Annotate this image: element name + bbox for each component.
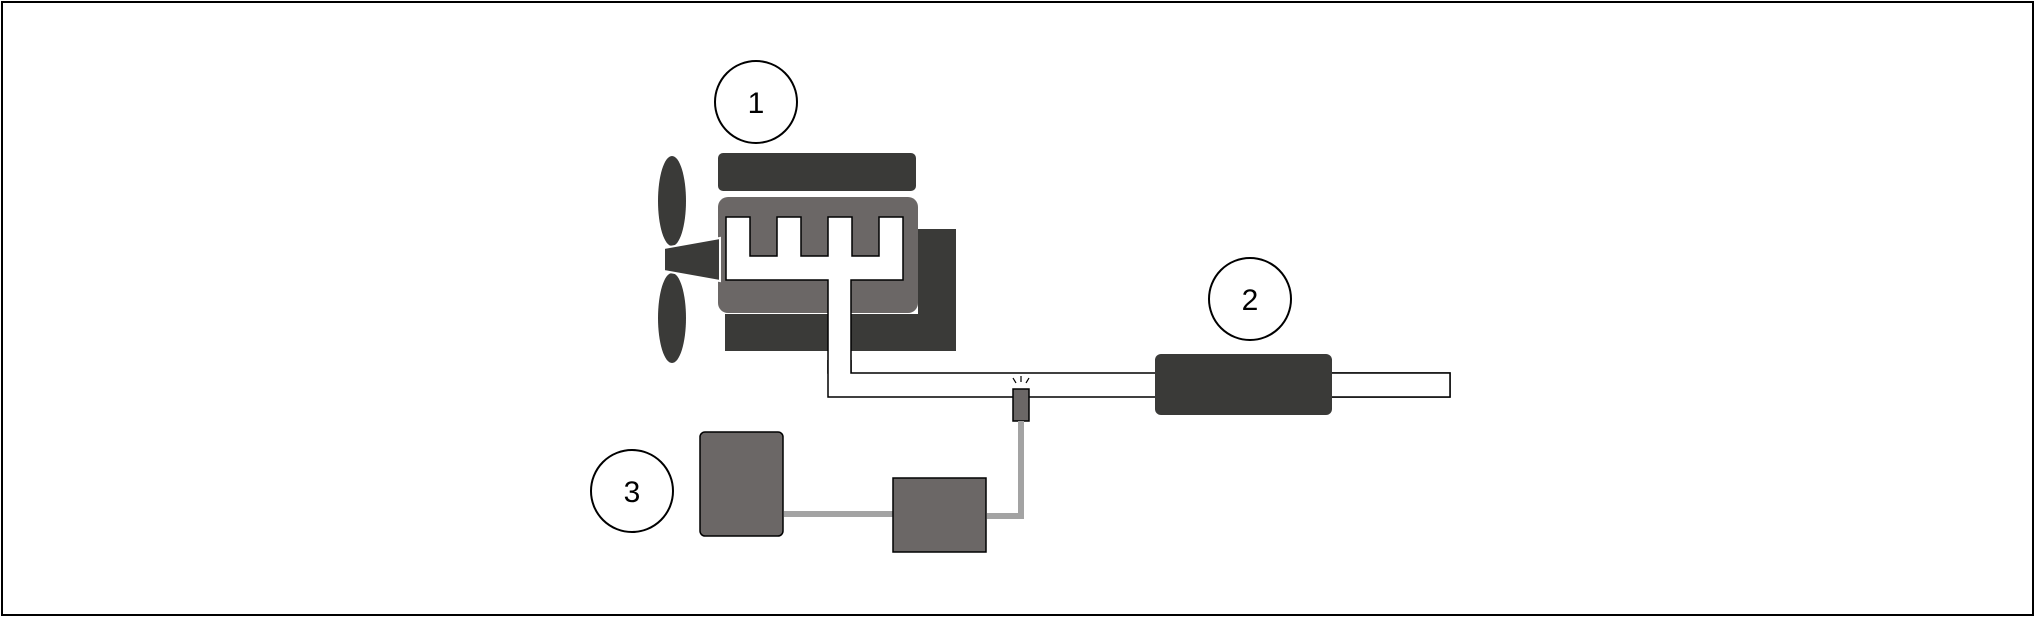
sensor-wiring — [784, 421, 1024, 519]
exhaust-pipe-tail — [1329, 372, 1451, 398]
callout-3-label: 3 — [624, 476, 641, 509]
callout-1-circle — [714, 60, 798, 144]
engine-top-cover — [718, 153, 916, 191]
engine-block — [718, 197, 918, 313]
engine-icon — [718, 153, 956, 374]
muffler-icon — [1155, 354, 1332, 415]
control-unit-icon — [892, 477, 987, 553]
callout-1: 1 — [714, 60, 798, 144]
callout-2-circle — [1208, 257, 1292, 341]
sensor-spark-left — [1012, 377, 1017, 384]
callout-3: 3 — [590, 449, 674, 533]
callout-1-label: 1 — [748, 87, 765, 120]
sensor-body — [1012, 388, 1030, 422]
ecu-icon — [699, 431, 784, 537]
callout-2-label: 2 — [1242, 284, 1259, 317]
fan-hub — [663, 236, 721, 283]
callout-2: 2 — [1208, 257, 1292, 341]
callout-3-circle — [590, 449, 674, 533]
wire-sensor-to-control — [987, 421, 1024, 519]
fan-blade-bottom — [658, 273, 686, 363]
fan-blade-top — [658, 156, 686, 246]
fan-icon — [658, 156, 721, 363]
sensor-spark-right — [1025, 377, 1030, 384]
